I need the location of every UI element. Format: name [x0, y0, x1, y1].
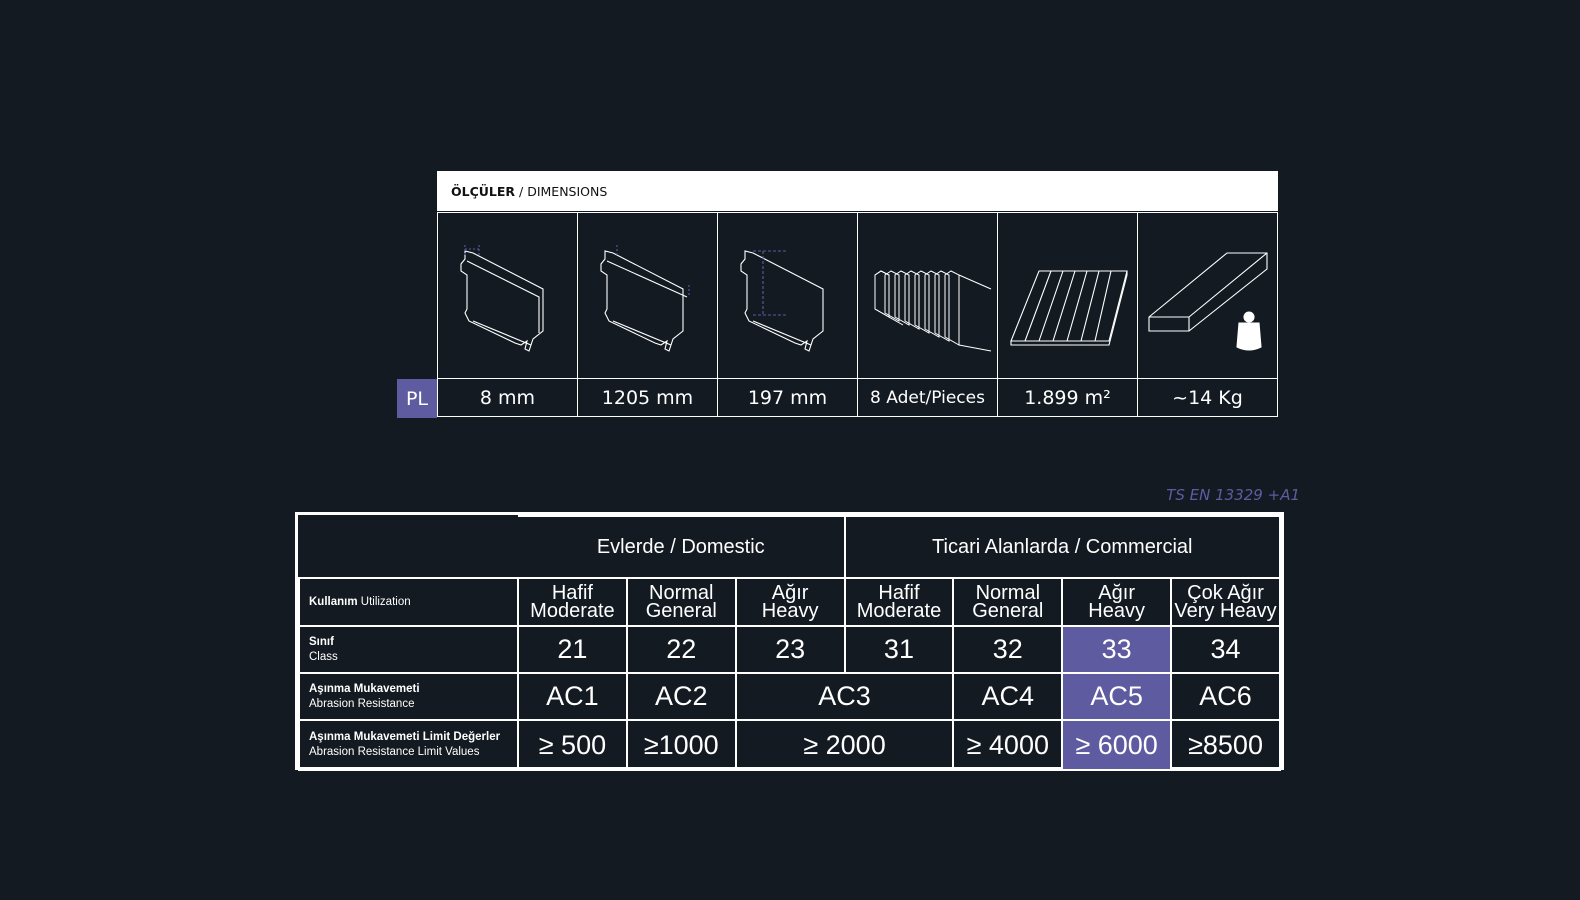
area-icon — [998, 212, 1138, 379]
utilization-label-en: Utilization — [357, 595, 411, 608]
limit-cell: ≥ 4000 — [952, 719, 1064, 771]
class-cell: 32 — [952, 625, 1064, 674]
class-cell: 22 — [625, 625, 737, 674]
standard-label: TS EN 13329 +A1 — [1166, 486, 1300, 504]
abrasion-label-en: Abrasion Resistance — [309, 697, 415, 710]
weight-value: ~14 Kg — [1138, 379, 1278, 417]
class-cell-highlighted: 33 — [1061, 625, 1173, 674]
limit-label-en: Abrasion Resistance Limit Values — [309, 746, 480, 758]
dimensions-title-tr: ÖLÇÜLER — [451, 184, 516, 199]
abrasion-cell: AC1 — [517, 672, 628, 721]
class-cell: 21 — [517, 625, 628, 674]
dimensions-header: ÖLÇÜLER / DIMENSIONS — [437, 171, 1278, 211]
utilization-en: Moderate — [530, 600, 615, 622]
utilization-en: Very Heavy — [1174, 600, 1277, 622]
limit-cell: ≥ 500 — [517, 719, 628, 771]
utilization-tr: Hafif — [878, 582, 920, 604]
utilization-en: General — [972, 600, 1044, 622]
board-length-icon — [578, 212, 718, 379]
utilization-tr: Ağır — [771, 582, 809, 604]
utilization-tr: Ağır — [1098, 582, 1135, 604]
area-value: 1.899 m² — [998, 379, 1138, 417]
dimension-values-row: PL 8 mm 1205 mm 197 mm 8 Adet/Pieces 1.8… — [397, 379, 1278, 418]
pl-badge: PL — [397, 379, 437, 418]
abrasion-cell: AC2 — [625, 672, 737, 721]
utilization-en: Heavy — [761, 600, 819, 622]
board-thickness-icon — [438, 212, 578, 379]
utilization-tr: Çok Ağır — [1187, 582, 1264, 604]
limit-cell: ≥1000 — [625, 719, 737, 771]
classification-table: Evlerde / Domestic Ticari Alanlarda / Co… — [295, 512, 1284, 771]
utilization-en: Heavy — [1088, 600, 1145, 622]
class-label-en: Class — [309, 650, 338, 663]
utilization-label: Kullanım Utilization — [298, 577, 519, 627]
weight-icon — [1138, 212, 1278, 379]
class-cell: 34 — [1170, 625, 1281, 674]
limit-cell: ≥ 2000 — [734, 719, 955, 771]
limit-label-tr: Aşınma Mukavemeti Limit Değerler — [309, 731, 501, 743]
header-blank — [299, 516, 518, 578]
utilization-tr: Hafif — [551, 582, 593, 604]
limit-cell: ≥8500 — [1170, 719, 1281, 771]
thickness-value: 8 mm — [438, 379, 578, 417]
dimensions-panel: ÖLÇÜLER / DIMENSIONS — [397, 171, 1278, 418]
pieces-value: 8 Adet/Pieces — [858, 379, 998, 417]
width-value: 197 mm — [718, 379, 858, 417]
dimensions-title-en: / DIMENSIONS — [515, 184, 608, 199]
abrasion-cell: AC6 — [1170, 672, 1281, 721]
abrasion-label-tr: Aşınma Mukavemeti — [309, 682, 420, 695]
class-label-tr: Sınıf — [309, 635, 334, 648]
class-cell: 31 — [843, 625, 955, 674]
utilization-label-tr: Kullanım — [309, 595, 358, 608]
commercial-group-header: Ticari Alanlarda / Commercial — [843, 515, 1282, 579]
abrasion-cell: AC4 — [952, 672, 1064, 721]
utilization-en: General — [645, 600, 717, 622]
abrasion-cell: AC3 — [734, 672, 955, 721]
domestic-group-header: Evlerde / Domestic — [518, 515, 846, 579]
class-cell: 23 — [734, 625, 846, 674]
limit-cell-highlighted: ≥ 6000 — [1061, 719, 1173, 771]
dimension-icons-row — [437, 212, 1278, 379]
board-width-icon — [718, 212, 858, 379]
length-value: 1205 mm — [578, 379, 718, 417]
abrasion-cell-highlighted: AC5 — [1061, 672, 1173, 721]
stack-pieces-icon — [858, 212, 998, 379]
utilization-tr: Normal — [649, 582, 714, 604]
utilization-tr: Normal — [975, 582, 1041, 604]
utilization-en: Moderate — [856, 600, 942, 622]
